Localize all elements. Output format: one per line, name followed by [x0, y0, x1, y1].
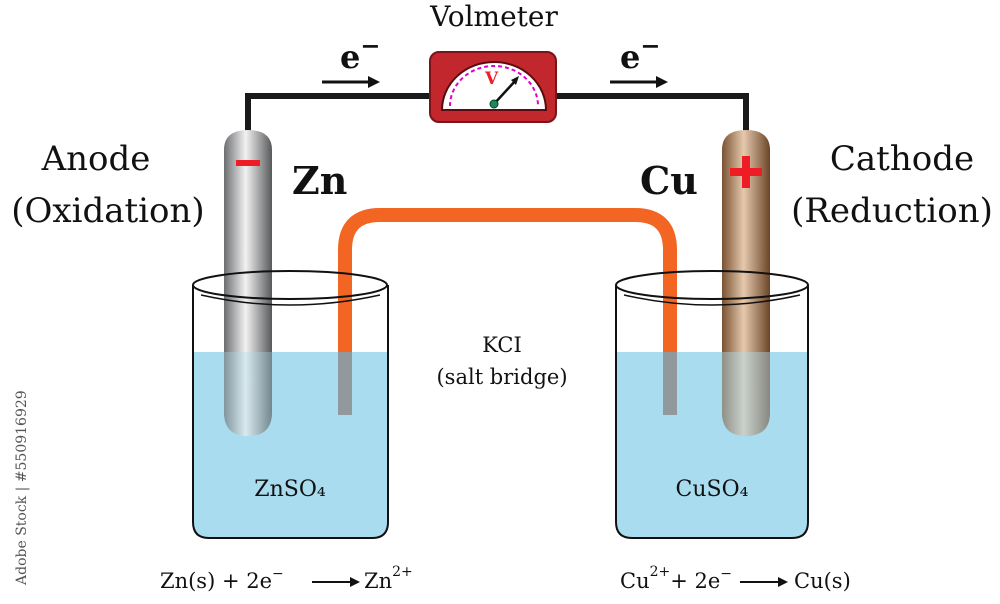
left-beaker — [192, 270, 389, 539]
copper-symbol: Cu — [640, 158, 698, 203]
cathode-label: Cathode — [830, 139, 974, 179]
zinc-symbol: Zn — [292, 158, 347, 203]
electron-label-left: e− — [340, 31, 380, 76]
voltmeter: V — [429, 51, 557, 123]
cathode-half-reaction: Cu2++ 2e− Cu(s) — [620, 564, 851, 593]
salt-bridge-desc: (salt bridge) — [436, 365, 567, 389]
salt-bridge-tube — [338, 208, 677, 352]
voltmeter-needle — [493, 79, 517, 105]
svg-text:Zn(s) + 2e−: Zn(s) + 2e− — [160, 566, 284, 593]
copper-electrode — [722, 130, 770, 436]
right-beaker — [615, 270, 809, 539]
right-solution — [616, 352, 808, 538]
stock-watermark: Adobe Stock | #550916929 — [14, 390, 30, 586]
zinc-electrode — [224, 130, 272, 436]
svg-text:Cu2++ 2e−: Cu2++ 2e− — [620, 564, 732, 593]
voltmeter-title: Volmeter — [429, 0, 558, 33]
anode-half-reaction: Zn(s) + 2e− Zn2+ — [160, 564, 413, 593]
left-solution — [193, 352, 388, 538]
svg-text:Cu(s): Cu(s) — [794, 569, 851, 593]
svg-text:Zn2+: Zn2+ — [364, 564, 413, 593]
left-solution-label: ZnSO₄ — [254, 477, 326, 502]
electron-flow-left: e− — [322, 31, 380, 88]
right-solution-label: CuSO₄ — [676, 477, 749, 502]
anode-minus-sign — [236, 160, 260, 166]
salt-bridge-name: KCI — [482, 333, 522, 357]
voltmeter-symbol: V — [484, 69, 499, 89]
cathode-process-label: (Reduction) — [791, 191, 993, 231]
anode-label: Anode — [41, 139, 151, 179]
electron-flow-right: e− — [610, 31, 668, 88]
anode-process-label: (Oxidation) — [11, 191, 204, 231]
electron-label-right: e− — [620, 31, 660, 76]
